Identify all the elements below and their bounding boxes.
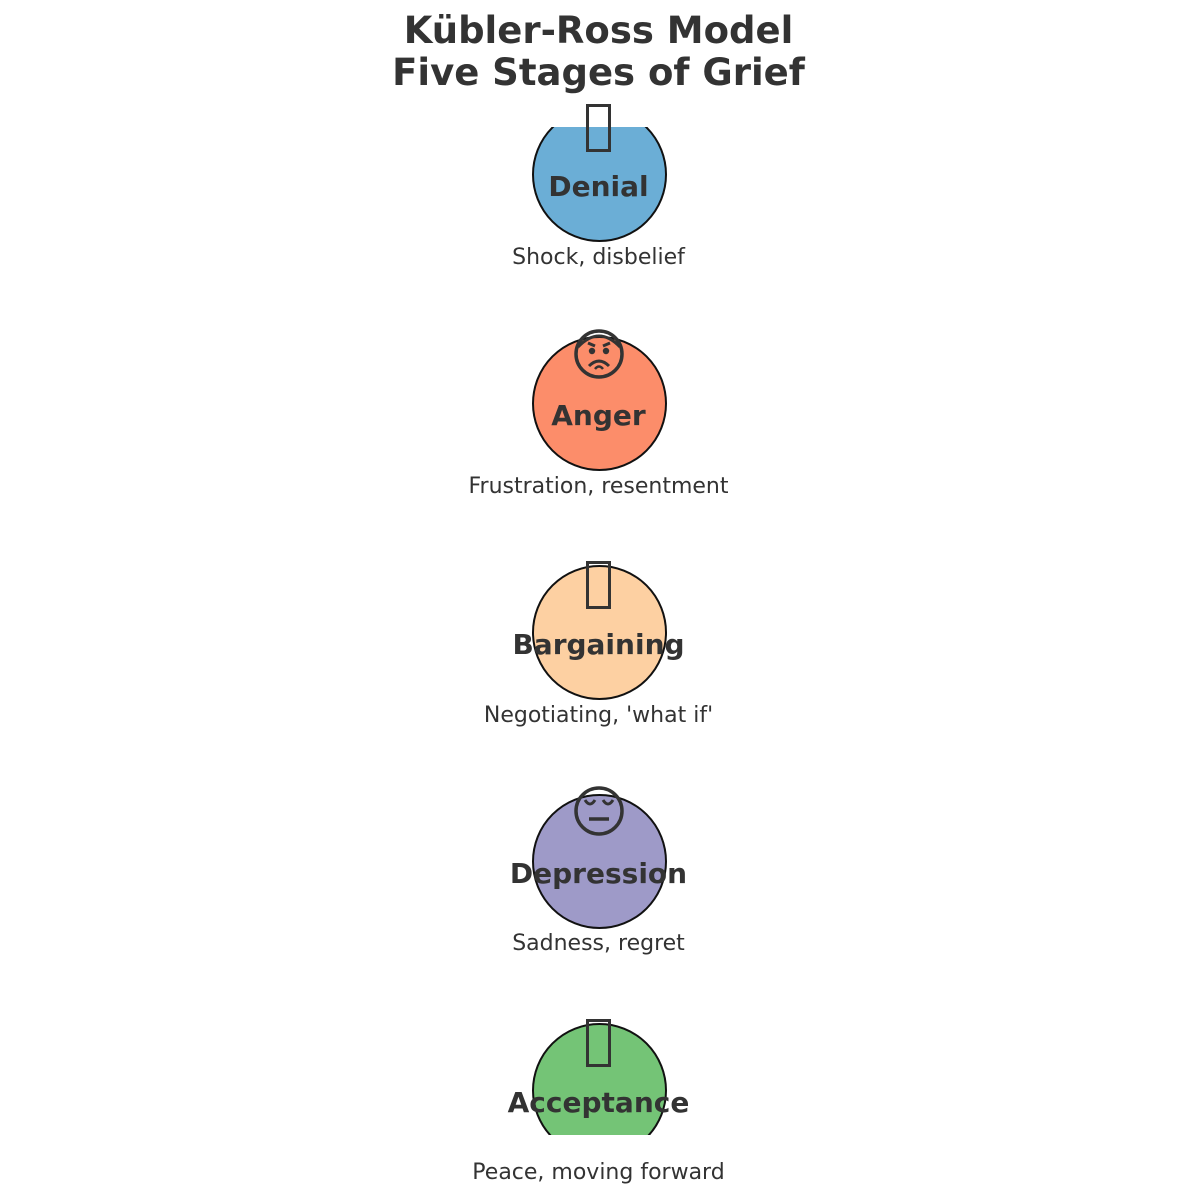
diagram-title: Kübler-Ross Model Five Stages of Grief (0, 10, 1197, 94)
stage-description-depression: Sadness, regret (512, 931, 685, 956)
title-line-1: Kübler-Ross Model (403, 9, 794, 52)
missing-glyph-icon (0, 1019, 1197, 1071)
stage-description-acceptance: Peace, moving forward (472, 1160, 725, 1185)
stage-label-depression: Depression (509, 857, 688, 890)
expressionless-face-icon (0, 784, 1197, 842)
missing-glyph-icon (0, 561, 1197, 613)
stage-label-bargaining: Bargaining (512, 628, 685, 661)
stage-label-denial: Denial (548, 170, 649, 203)
stage-circle-bargaining (532, 564, 667, 700)
stage-circle-anger (532, 335, 667, 471)
stage-label-acceptance: Acceptance (507, 1086, 690, 1119)
stage-circle-acceptance (532, 1022, 667, 1135)
stage-description-denial: Shock, disbelief (512, 245, 685, 270)
angry-face-icon (0, 327, 1197, 385)
stage-description-bargaining: Negotiating, 'what if' (483, 703, 714, 728)
stage-circle-depression (532, 793, 667, 929)
missing-glyph-icon (0, 104, 1197, 156)
plot-area (0, 127, 1197, 1135)
stage-description-anger: Frustration, resentment (468, 474, 729, 499)
title-line-2: Five Stages of Grief (392, 51, 805, 94)
stage-circle-denial (532, 127, 667, 242)
stage-label-anger: Anger (551, 399, 646, 432)
